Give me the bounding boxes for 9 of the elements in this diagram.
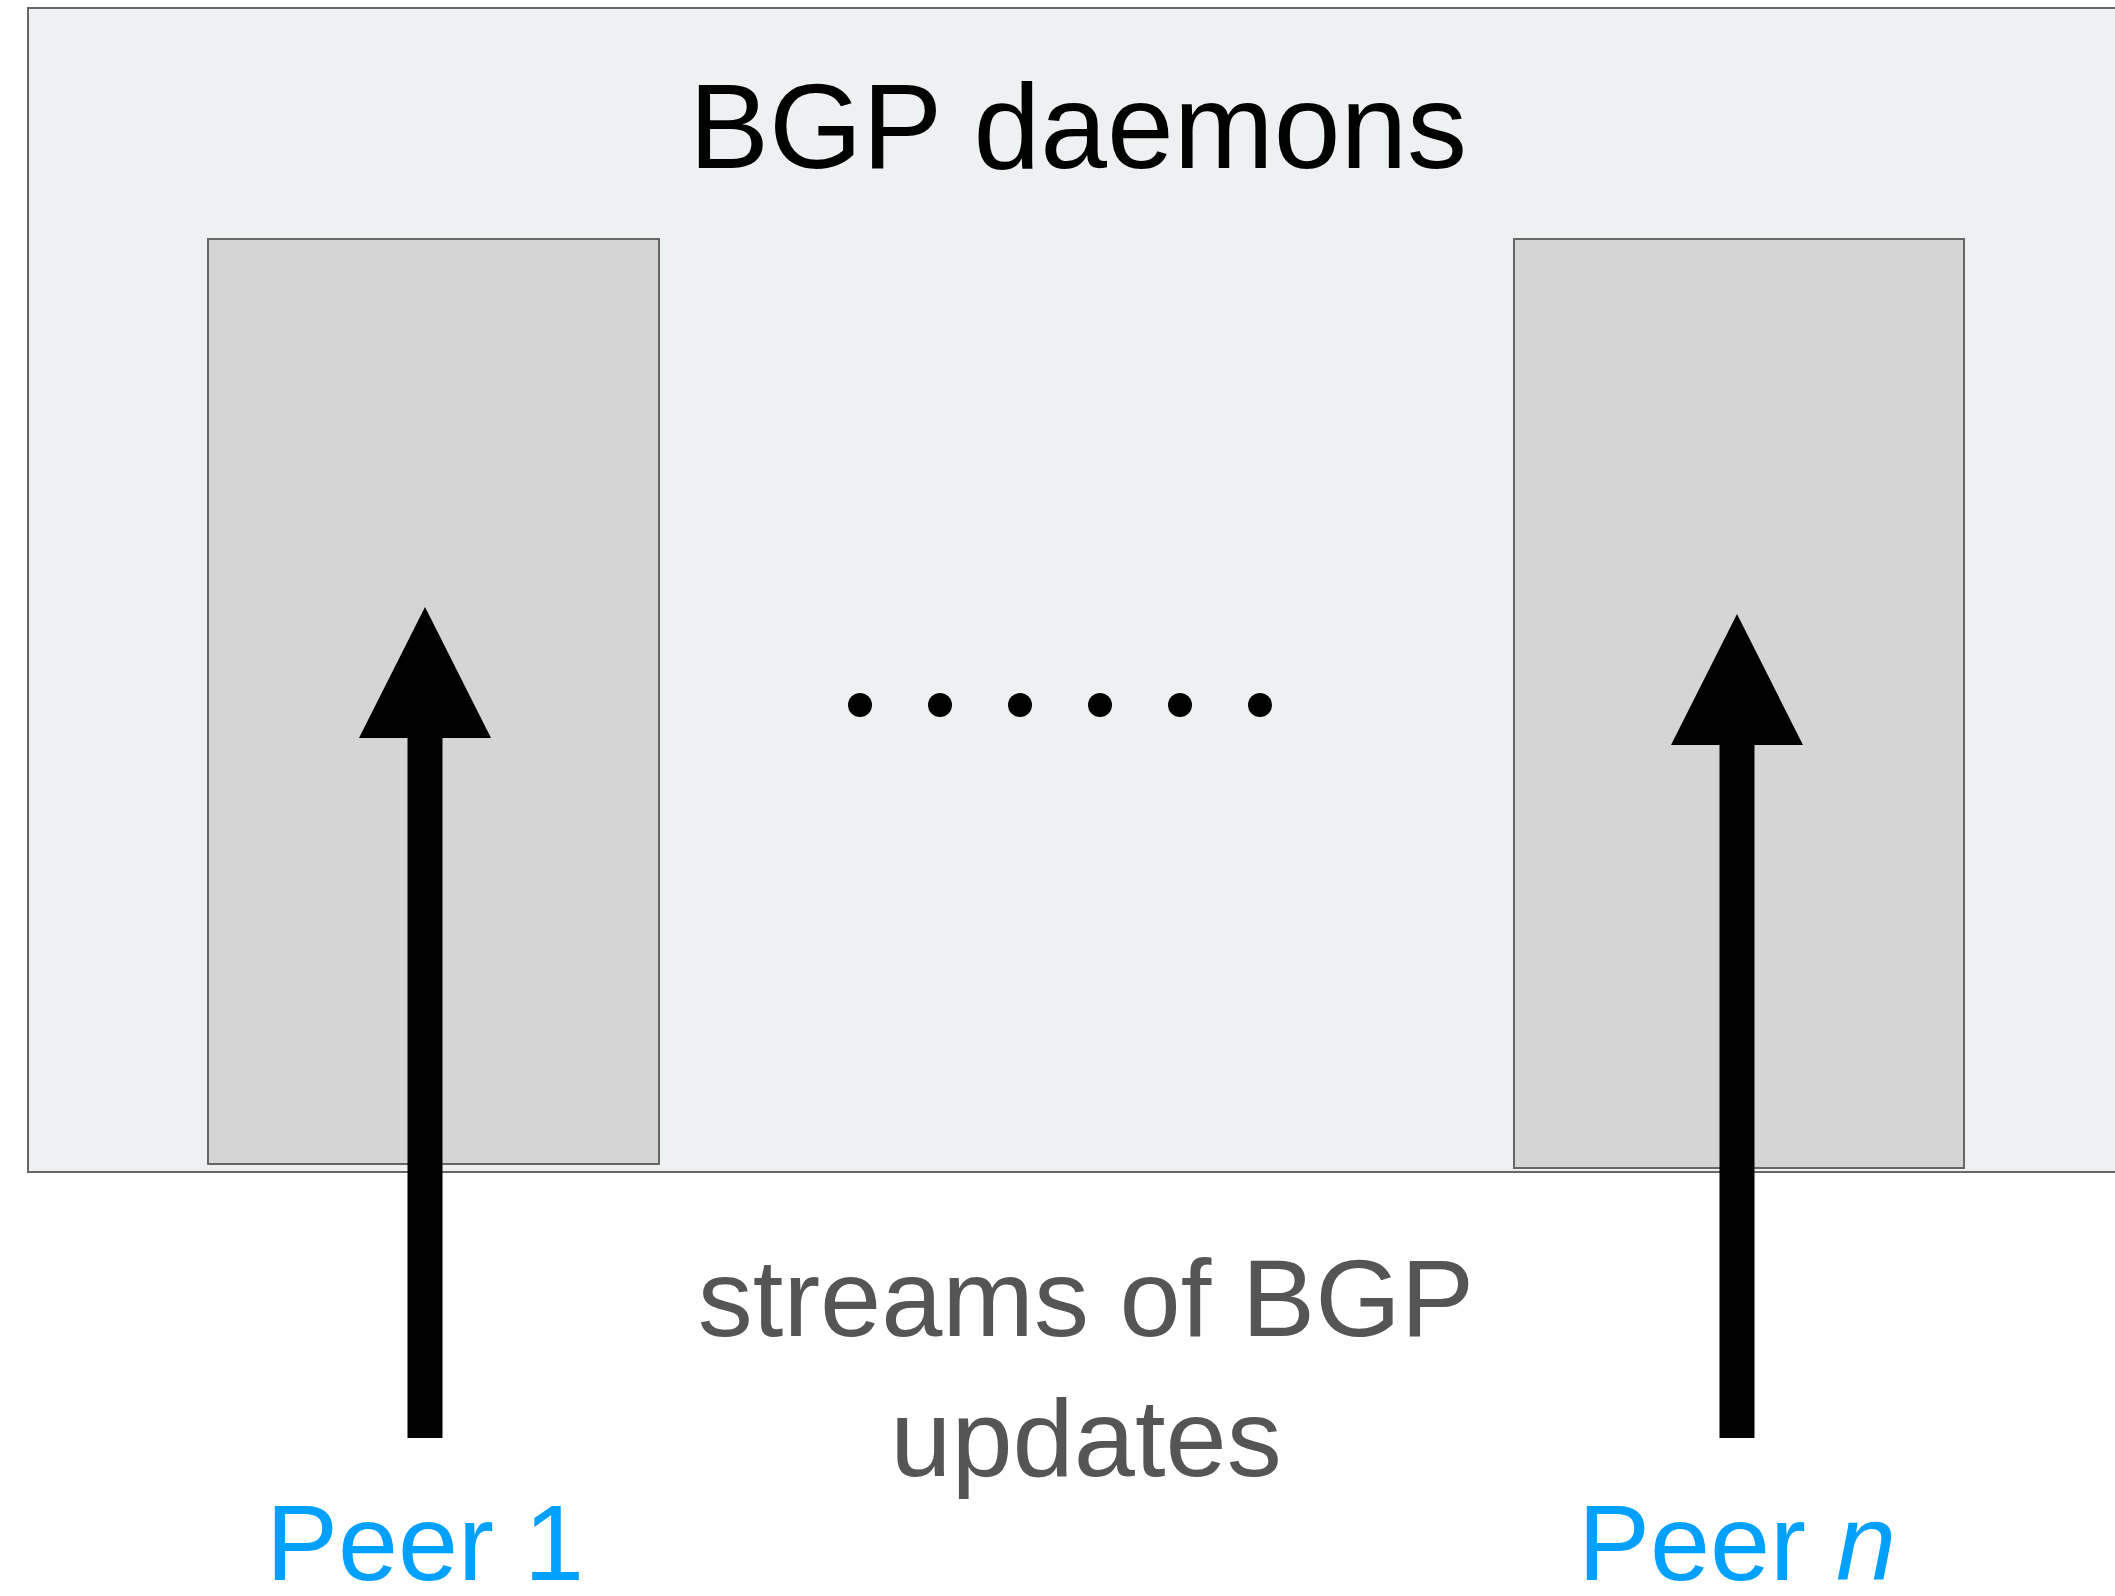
- arrow: [1671, 614, 1803, 1438]
- daemons-panel: [27, 7, 2115, 1173]
- peer-label: Peer n: [1576, 1481, 1898, 1596]
- stream-label: streams of BGP updates: [696, 1235, 1476, 1501]
- peer-session-box: [207, 238, 660, 1165]
- peer-label: Peer 1: [264, 1481, 586, 1596]
- panel-title: BGP daemons: [687, 58, 1469, 195]
- arrow: [359, 607, 491, 1438]
- peer-session-box: [1513, 238, 1965, 1169]
